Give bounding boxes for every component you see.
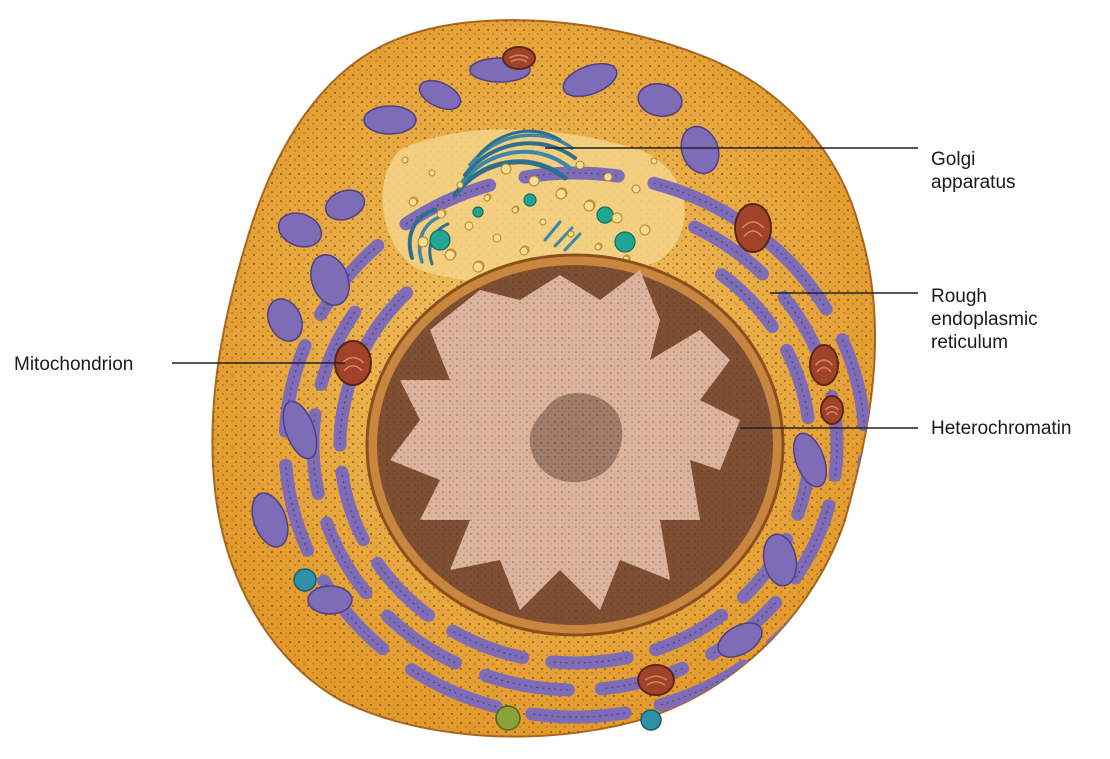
- small-vesicle: [402, 157, 408, 163]
- small-vesicle: [640, 225, 650, 235]
- vesicle: [524, 194, 536, 206]
- small-vesicle: [473, 262, 483, 272]
- small-vesicle: [493, 234, 501, 242]
- vesicle: [615, 232, 635, 252]
- small-vesicle: [429, 170, 435, 176]
- er-blob: [364, 106, 416, 134]
- small-vesicle: [409, 198, 417, 206]
- er-blob: [308, 586, 352, 614]
- vesicle: [473, 207, 483, 217]
- label-rough-endoplasmic-reticulum: Rough endoplasmic reticulum: [931, 285, 1038, 354]
- mitochondrion: [638, 665, 674, 695]
- lysosome: [496, 706, 520, 730]
- peroxisome: [294, 569, 316, 591]
- er-cisterna: [552, 658, 628, 663]
- small-vesicle: [445, 250, 455, 260]
- small-vesicle: [651, 158, 657, 164]
- nucleus: [367, 255, 783, 635]
- small-vesicle: [512, 207, 518, 213]
- peroxisome: [641, 710, 661, 730]
- vesicle: [597, 207, 613, 223]
- small-vesicle: [595, 244, 601, 250]
- small-vesicle: [529, 176, 539, 186]
- small-vesicle: [576, 161, 584, 169]
- er-cisterna: [532, 713, 625, 717]
- small-vesicle: [604, 173, 612, 181]
- vesicle: [430, 230, 450, 250]
- mitochondrion: [503, 47, 535, 69]
- small-vesicle: [556, 189, 566, 199]
- small-vesicle: [520, 247, 528, 255]
- small-vesicle: [484, 195, 490, 201]
- label-golgi-apparatus: Golgi apparatus: [931, 148, 1016, 194]
- mitochondrion: [821, 396, 843, 424]
- mitochondrion: [735, 204, 771, 252]
- small-vesicle: [418, 237, 428, 247]
- small-vesicle: [437, 210, 445, 218]
- small-vesicle: [632, 185, 640, 193]
- small-vesicle: [501, 164, 511, 174]
- small-vesicle: [584, 201, 594, 211]
- small-vesicle: [457, 182, 463, 188]
- small-vesicle: [568, 231, 574, 237]
- label-mitochondrion: Mitochondrion: [14, 353, 133, 376]
- small-vesicle: [465, 222, 473, 230]
- small-vesicle: [540, 219, 546, 225]
- label-heterochromatin: Heterochromatin: [931, 417, 1071, 440]
- mitochondrion: [810, 345, 838, 385]
- small-vesicle: [612, 213, 622, 223]
